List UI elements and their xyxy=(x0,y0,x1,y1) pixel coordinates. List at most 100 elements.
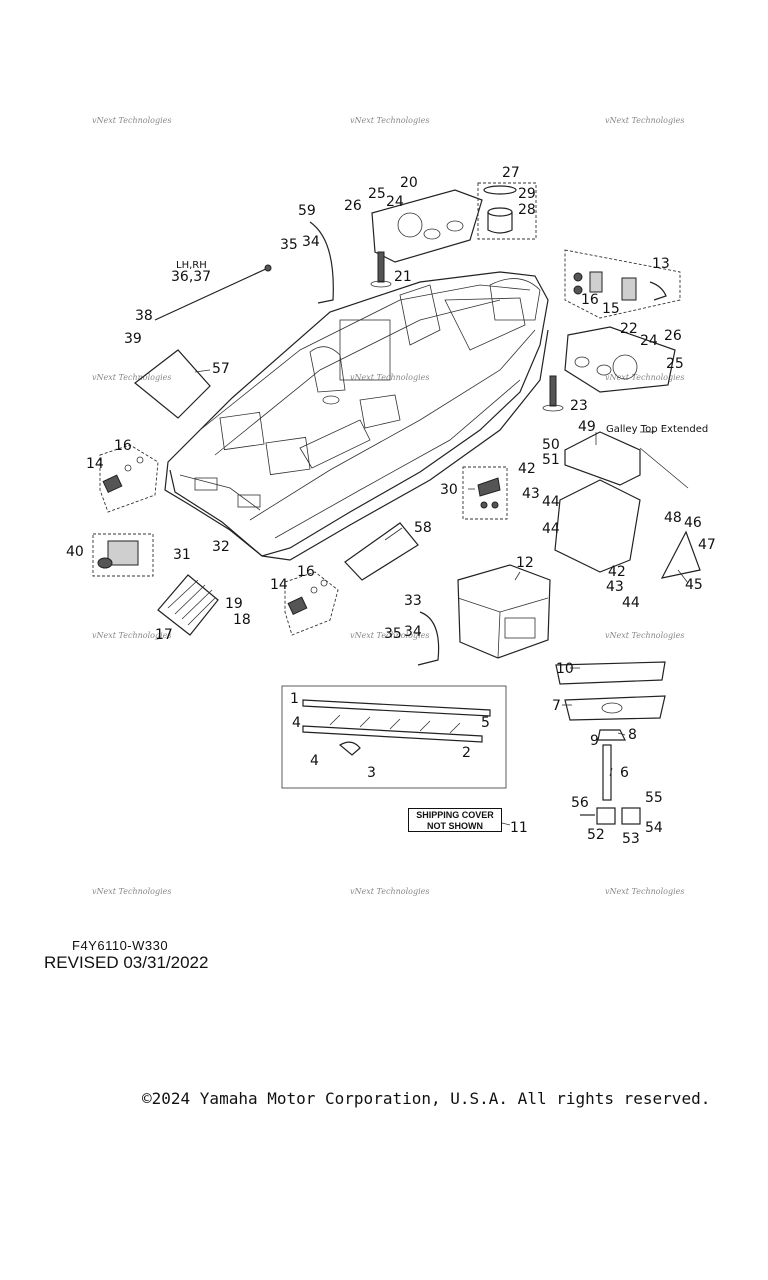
diagram-code: F4Y6110-W330 xyxy=(72,938,169,953)
callout: 25 xyxy=(368,186,386,202)
callout: 19 xyxy=(225,596,243,612)
callout: 43 xyxy=(522,486,540,502)
callout: 24 xyxy=(386,194,404,210)
callout: 8 xyxy=(628,727,637,743)
watermark: vNext Technologies xyxy=(350,631,429,640)
callout: 6 xyxy=(620,765,629,781)
grab-handle-59 xyxy=(309,221,334,304)
callout: 25 xyxy=(666,356,684,372)
shipping-cover-note: SHIPPING COVER NOT SHOWN xyxy=(408,808,502,832)
side-label: LH,RH xyxy=(176,260,207,271)
watermarks: vNext Technologies vNext Technologies vN… xyxy=(92,116,684,896)
callout: 28 xyxy=(518,202,536,218)
callout: 16 xyxy=(581,292,599,308)
callout: 3 xyxy=(367,765,376,781)
hardware-52-55 xyxy=(580,807,641,825)
callout: 48 xyxy=(664,510,682,526)
bracket-45 xyxy=(660,530,701,579)
callout: 35 xyxy=(384,626,402,642)
callout: 36,37 xyxy=(171,269,211,285)
watermark: vNext Technologies xyxy=(92,373,171,382)
callout: 1 xyxy=(290,691,299,707)
callout: 47 xyxy=(698,537,716,553)
callout: 32 xyxy=(212,539,230,555)
callout: 50 xyxy=(542,437,560,453)
callout: 33 xyxy=(404,593,422,609)
callout: 56 xyxy=(571,795,589,811)
callout: 44 xyxy=(542,494,560,510)
callout: 14 xyxy=(270,577,288,593)
watermark: vNext Technologies xyxy=(605,373,684,382)
callout: 11 xyxy=(510,820,528,836)
callout: 38 xyxy=(135,308,153,324)
hardware-box-40 xyxy=(92,533,154,577)
callout: 55 xyxy=(645,790,663,806)
pole-23 xyxy=(542,375,564,412)
callout: 26 xyxy=(344,198,362,214)
callout: 58 xyxy=(414,520,432,536)
copyright-notice: ©2024 Yamaha Motor Corporation, U.S.A. A… xyxy=(142,1089,711,1108)
galley-base xyxy=(554,479,641,573)
callout: 57 xyxy=(212,361,230,377)
callout: 59 xyxy=(298,203,316,219)
callout: 34 xyxy=(404,624,422,640)
callout: 13 xyxy=(652,256,670,272)
callout: 17 xyxy=(155,627,173,643)
callout: 52 xyxy=(587,827,605,843)
hardware-box-16-right xyxy=(284,571,339,636)
revised-date: REVISED 03/31/2022 xyxy=(44,953,209,972)
callout: 53 xyxy=(622,831,640,847)
callout: 5 xyxy=(481,715,490,731)
watermark: vNext Technologies xyxy=(92,887,171,896)
watermark: vNext Technologies xyxy=(605,116,684,125)
callout: 4 xyxy=(310,753,319,769)
hardware-box-16-left xyxy=(99,444,159,513)
callout: 23 xyxy=(570,398,588,414)
cover-58 xyxy=(344,522,419,581)
hardware-box-13 xyxy=(564,249,681,319)
callout: 14 xyxy=(86,456,104,472)
callout: 44 xyxy=(542,521,560,537)
galley-top-49 xyxy=(564,431,641,486)
callout: 15 xyxy=(602,301,620,317)
callout: 27 xyxy=(502,165,520,181)
shipping-cover-text: SHIPPING COVER NOT SHOWN xyxy=(416,810,494,831)
callout: 49 xyxy=(578,419,596,435)
callout: 26 xyxy=(664,328,682,344)
cooler-12 xyxy=(457,564,551,659)
panel-22 xyxy=(564,326,676,393)
table-top-10 xyxy=(555,661,666,685)
boat-hull-illustration xyxy=(164,271,549,561)
rail-36-37 xyxy=(154,264,272,321)
watermark: vNext Technologies xyxy=(605,887,684,896)
watermark: vNext Technologies xyxy=(350,887,429,896)
watermark: vNext Technologies xyxy=(92,116,171,125)
leader-lines xyxy=(194,369,689,826)
callout: 40 xyxy=(66,544,84,560)
callout: 34 xyxy=(302,234,320,250)
watermark: vNext Technologies xyxy=(92,631,171,640)
watermark: vNext Technologies xyxy=(350,116,429,125)
callout: 16 xyxy=(297,564,315,580)
callout: 29 xyxy=(518,186,536,202)
detail-box-1-5 xyxy=(281,685,507,789)
callout: 44 xyxy=(622,595,640,611)
callout: 54 xyxy=(645,820,663,836)
watermark: vNext Technologies xyxy=(605,631,684,640)
callout: 31 xyxy=(173,547,191,563)
callout: 45 xyxy=(685,577,703,593)
callout: 22 xyxy=(620,321,638,337)
callout: 9 xyxy=(590,733,599,749)
callout: 42 xyxy=(518,461,536,477)
ladder-17 xyxy=(157,574,219,636)
table-base-7 xyxy=(564,695,666,721)
callout: 30 xyxy=(440,482,458,498)
callout: 10 xyxy=(556,661,574,677)
galley-strut xyxy=(639,447,689,489)
callout: 42 xyxy=(608,564,626,580)
callout: 16 xyxy=(114,438,132,454)
callout: 43 xyxy=(606,579,624,595)
pole-21 xyxy=(370,251,392,288)
callout: 18 xyxy=(233,612,251,628)
